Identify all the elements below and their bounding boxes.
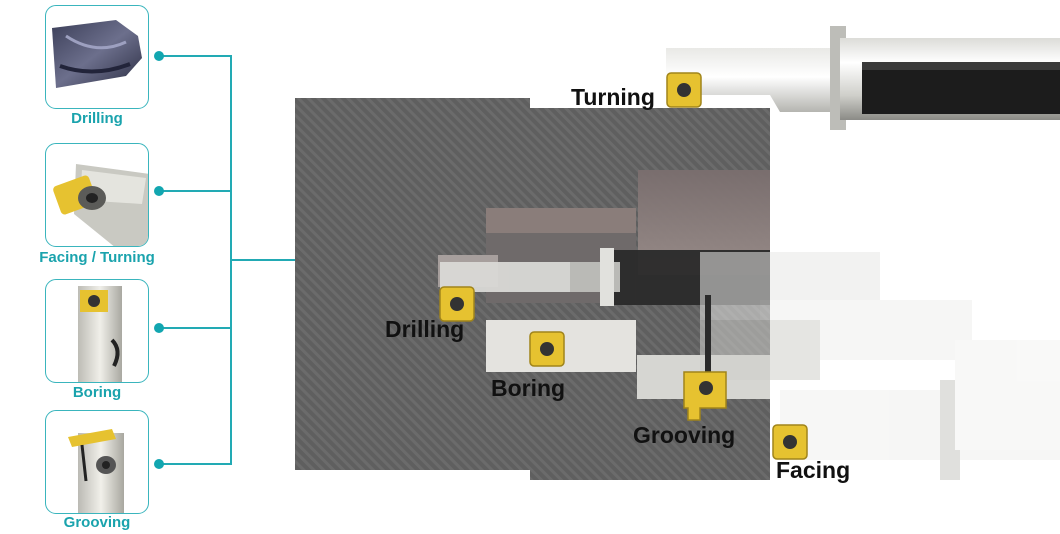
connector-line [163,190,231,192]
boring-bar-icon [78,286,122,382]
connector-dot [154,459,164,469]
connector-dot [154,186,164,196]
card-grooving[interactable] [45,410,149,514]
grooving-bar-icon [68,429,124,513]
grooving-blade [705,295,711,375]
turning-holder-icon [53,164,148,246]
card-drilling[interactable] [45,5,149,109]
card-label-facing-turning: Facing / Turning [39,249,155,266]
insert-turning-icon [666,72,702,108]
card-label-boring: Boring [72,384,122,401]
label-drilling: Drilling [385,316,465,342]
label-grooving: Grooving [633,422,736,448]
label-turning: Turning [571,84,655,110]
card-label-grooving: Grooving [63,514,131,531]
connector-dot [154,51,164,61]
ghost-tools [700,252,1060,480]
card-boring[interactable] [45,279,149,383]
connector-line [163,55,231,57]
card-facing-turning[interactable] [45,143,149,247]
connector-dot [154,323,164,333]
drill-tool-icon [52,20,142,88]
connector-line [163,327,231,329]
label-boring: Boring [491,375,566,401]
insert-facing-icon [772,424,808,460]
card-label-drilling: Drilling [71,110,123,127]
label-facing: Facing [776,457,851,483]
connector-line [163,463,231,465]
insert-drilling-icon [439,286,475,322]
connector-to-workpiece [231,259,295,261]
insert-grooving-icon [683,371,727,421]
turning-tool [666,26,1060,130]
insert-boring-icon [529,331,565,367]
